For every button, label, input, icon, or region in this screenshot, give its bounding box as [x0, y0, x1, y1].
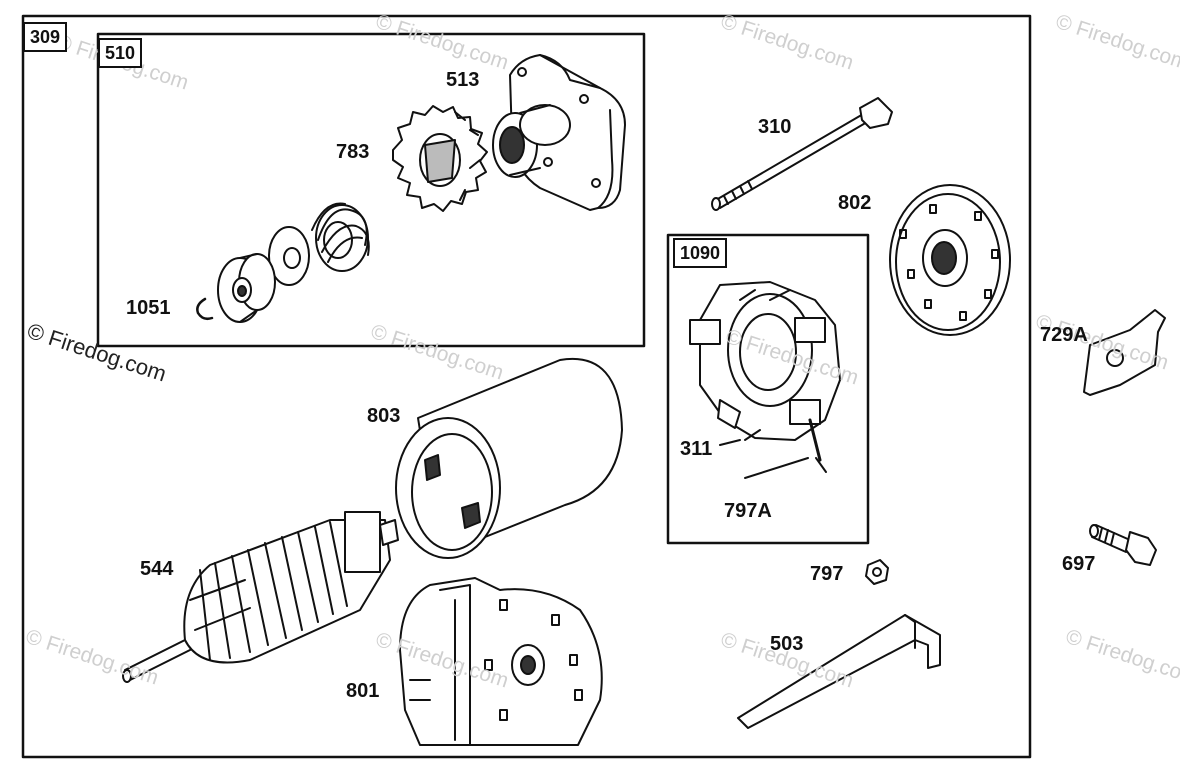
part-stop-nut [217, 253, 276, 323]
part-label-729a: 729A [1040, 324, 1088, 346]
part-label-310: 310 [758, 116, 792, 138]
part-label-544: 544 [140, 558, 174, 580]
part-label-802: 802 [838, 192, 872, 214]
part-label-513: 513 [446, 69, 480, 91]
part-washer [268, 226, 310, 286]
part-801-brush-plate [399, 577, 603, 746]
part-803-motor-housing [395, 357, 623, 559]
part-1051-clip [196, 297, 214, 321]
group-label-1090: 1090 [673, 238, 728, 268]
part-label-503: 503 [770, 633, 804, 655]
part-1090-brush-holder [689, 281, 841, 479]
part-spring [311, 202, 370, 272]
part-label-697: 697 [1062, 553, 1096, 575]
part-513-drive-housing [492, 54, 626, 211]
part-729a-bracket [1083, 309, 1166, 396]
part-label-797: 797 [810, 563, 844, 585]
group-1090-frame [666, 233, 870, 545]
group-label-510: 510 [98, 38, 143, 68]
part-697-bolt [1089, 524, 1157, 566]
group-label-309: 309 [23, 22, 68, 52]
part-797-nut [865, 559, 889, 585]
part-310-bolt [711, 97, 893, 211]
part-label-803: 803 [367, 405, 401, 427]
group-309-frame [21, 14, 1032, 759]
part-label-801: 801 [346, 680, 380, 702]
part-label-1051: 1051 [126, 297, 171, 319]
part-label-311: 311 [680, 438, 713, 460]
part-label-797a: 797A [724, 500, 772, 522]
part-783-gear [392, 105, 488, 212]
part-label-783: 783 [336, 141, 370, 163]
part-503-strap [737, 614, 941, 729]
part-544-armature [122, 511, 399, 683]
part-802-end-plate [889, 184, 1011, 336]
group-510-frame [96, 32, 646, 348]
